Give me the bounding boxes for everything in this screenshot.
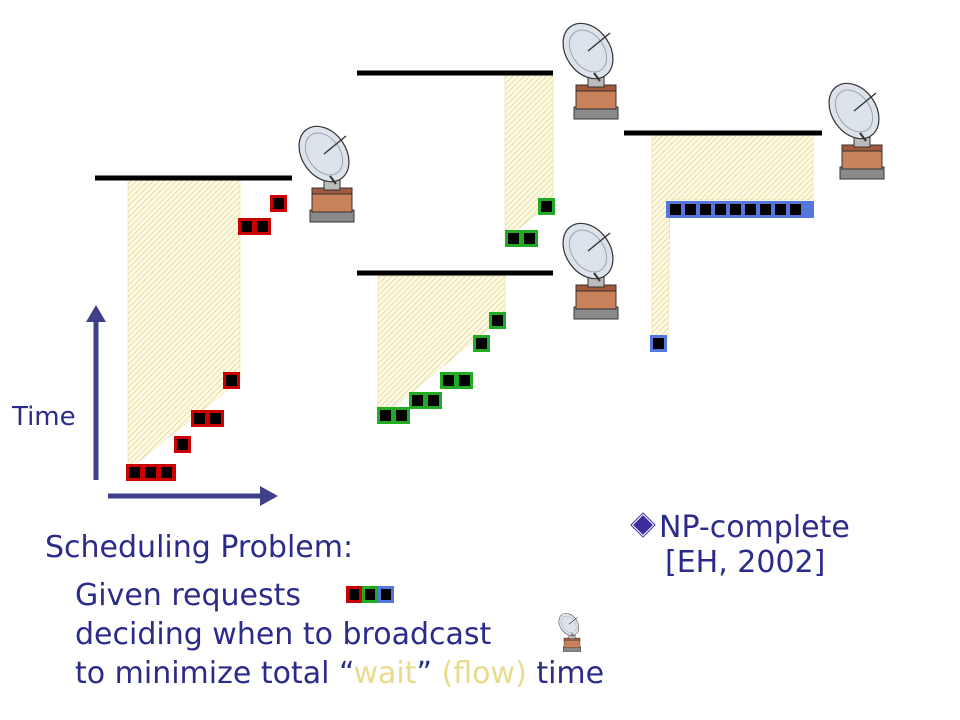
satellite-dish-icon xyxy=(287,115,361,223)
requests-blue xyxy=(650,201,814,352)
request-group xyxy=(223,372,240,389)
request-group xyxy=(270,195,287,212)
citation-text: [EH, 2002] xyxy=(665,545,826,580)
request-group xyxy=(377,407,410,424)
deciding-text: deciding when to broadcast xyxy=(75,617,492,652)
minimize-mid: ” xyxy=(416,656,442,691)
diamond-bullet-icon xyxy=(631,513,655,537)
requests-green-top xyxy=(505,198,555,247)
minimize-suffix: time xyxy=(526,656,605,691)
broadcast-2 xyxy=(357,70,554,241)
broadcast-4 xyxy=(624,130,822,341)
request-group xyxy=(440,372,473,389)
wait-area-4 xyxy=(651,134,814,341)
request-group xyxy=(238,218,271,235)
request-group xyxy=(191,410,224,427)
request-group xyxy=(174,436,191,453)
minimize-prefix: to minimize total “ xyxy=(75,656,354,691)
satellite-dish-icon xyxy=(551,212,625,320)
request-group xyxy=(473,335,490,352)
given-requests-text: Given requests xyxy=(75,578,302,613)
requests-red xyxy=(126,195,287,481)
request-group xyxy=(489,312,506,329)
time-axis-arrow xyxy=(86,305,106,480)
flow-word: (flow) xyxy=(441,656,527,691)
request-legend-icon xyxy=(346,586,394,603)
satellite-dish-icon xyxy=(817,72,891,180)
request-group xyxy=(538,198,555,215)
request-group xyxy=(650,335,667,352)
np-complete-bullet: NP-complete [EH, 2002] xyxy=(631,510,850,580)
broadcast-legend-icon xyxy=(554,609,584,652)
time-axis-label: Time xyxy=(12,402,76,432)
minimize-text: to minimize total “wait” (flow) time xyxy=(75,656,604,691)
request-group xyxy=(666,201,814,218)
broadcast-3 xyxy=(357,270,553,421)
requests-green-bottom xyxy=(377,312,506,424)
satellite-dish-icon xyxy=(551,12,625,120)
np-complete-text: NP-complete xyxy=(659,510,850,545)
problem-heading: Scheduling Problem: xyxy=(45,530,354,565)
x-axis-arrow xyxy=(108,486,278,506)
request-group xyxy=(126,464,176,481)
wait-area-2 xyxy=(504,74,554,241)
request-group xyxy=(505,230,538,247)
request-group xyxy=(409,392,442,409)
wait-word: wait xyxy=(353,656,417,691)
